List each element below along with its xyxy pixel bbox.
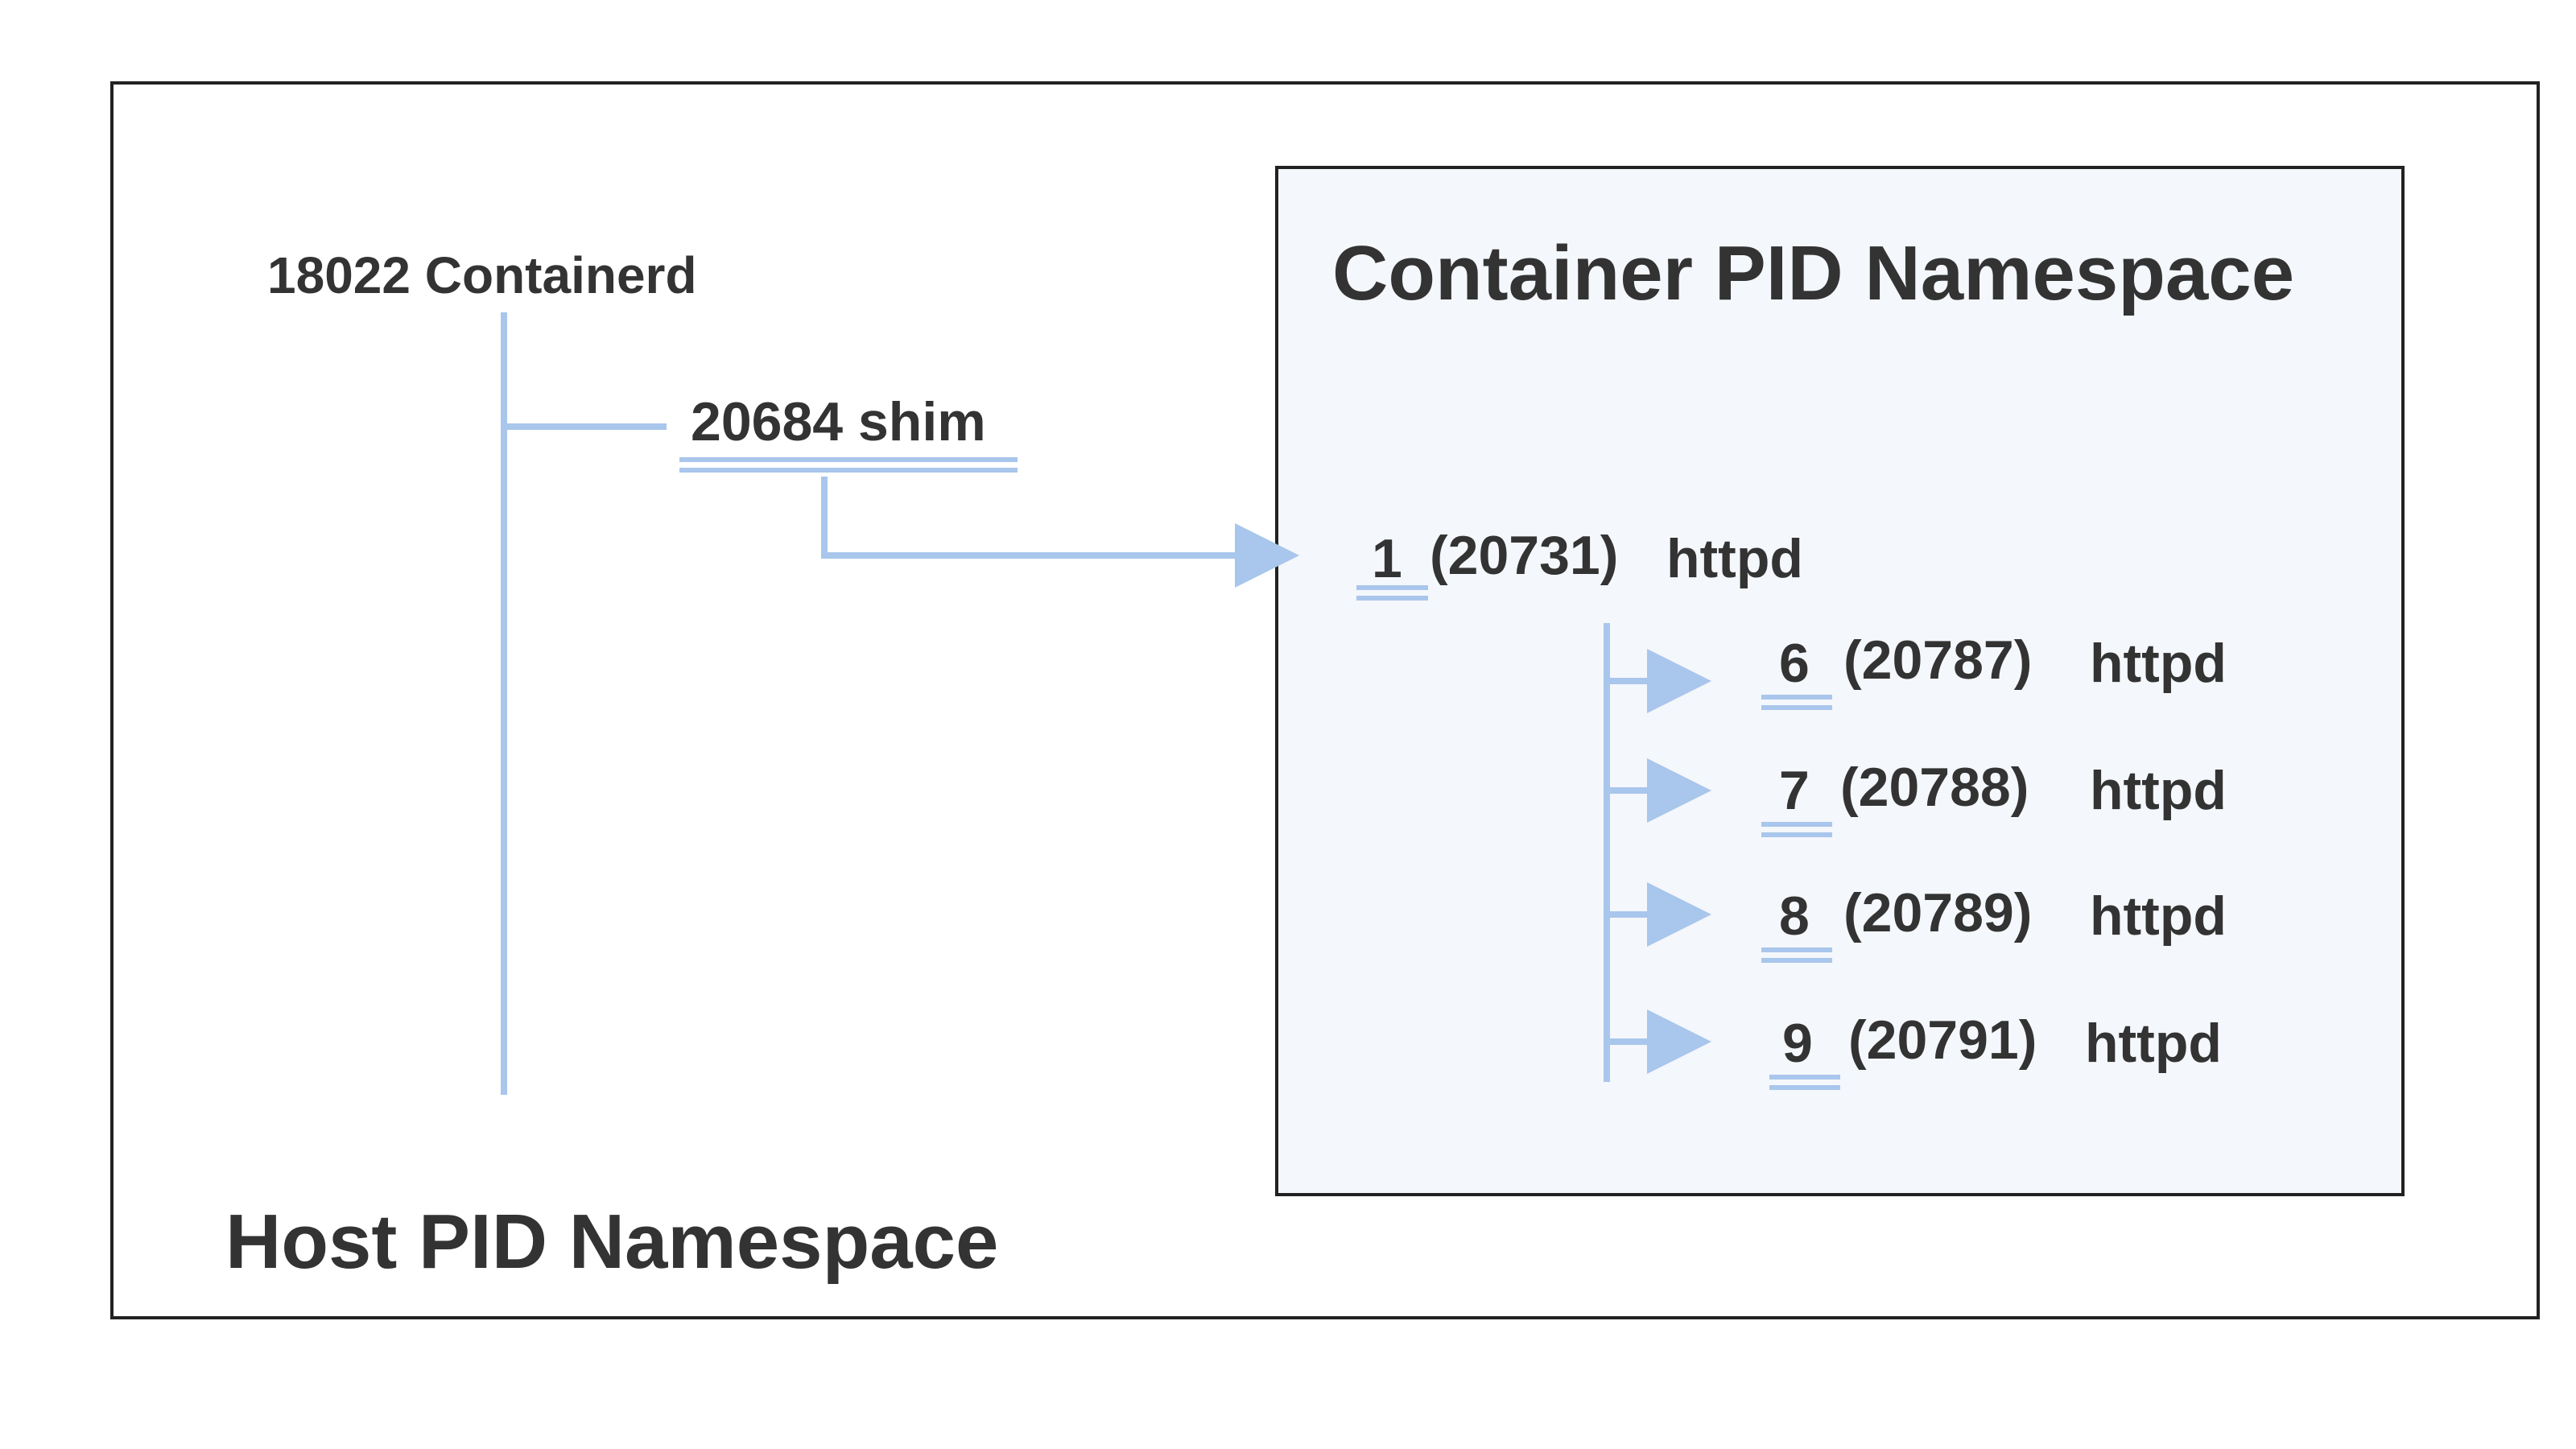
host-namespace-box	[110, 81, 2540, 1319]
child-process-8-host-pid: (20789)	[1843, 882, 2033, 943]
child-process-9-host-pid: (20791)	[1848, 1009, 2037, 1071]
containerd-process-label: 18022 Containerd	[267, 246, 697, 304]
child-process-9-pid: 9	[1782, 1013, 1813, 1074]
host-namespace-title: Host PID Namespace	[225, 1199, 999, 1285]
child-process-7-pid: 7	[1779, 760, 1810, 821]
child-process-7-host-pid: (20788)	[1840, 757, 2029, 818]
child-process-6-host-pid: (20787)	[1843, 630, 2033, 691]
child-process-8-name: httpd	[2090, 886, 2227, 947]
container-namespace-box	[1275, 166, 2405, 1196]
child-process-6-pid: 6	[1779, 633, 1810, 694]
container-namespace-title: Container PID Namespace	[1332, 230, 2295, 316]
shim-process-label: 20684 shim	[691, 391, 986, 452]
child-process-7-name: httpd	[2090, 760, 2227, 821]
child-process-9-name: httpd	[2085, 1013, 2222, 1074]
init-process-pid: 1	[1372, 528, 1402, 589]
init-process-name: httpd	[1666, 528, 1803, 589]
child-process-8-pid: 8	[1779, 886, 1810, 947]
init-process-host-pid: (20731)	[1430, 525, 1619, 586]
child-process-6-name: httpd	[2090, 633, 2227, 694]
